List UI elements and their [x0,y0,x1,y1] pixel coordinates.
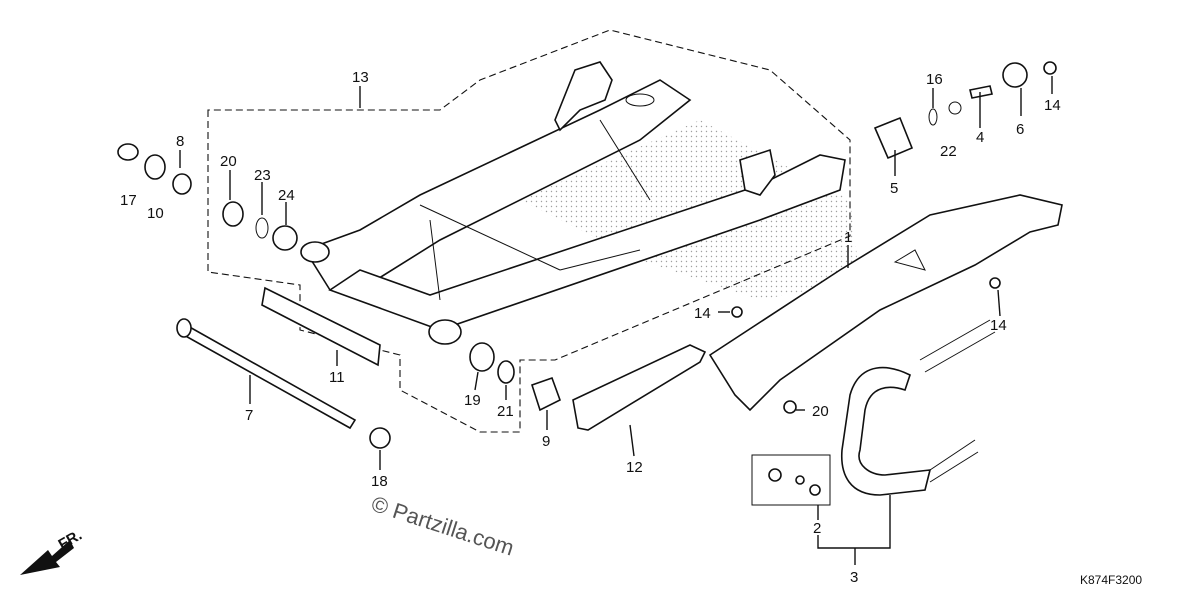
callout-5: 5 [890,180,898,197]
callout-18: 16 [926,71,943,88]
callout-20: 19 [464,392,481,409]
leader-lines [179,76,1053,565]
callout-12: 12 [626,459,643,476]
callout-1: 1 [844,229,852,246]
watermark: © Partzilla.com [368,491,517,561]
callout-3: 3 [850,569,858,586]
callout-16: 17 [120,192,137,209]
callout-2: 2 [813,520,821,537]
callout-9: 9 [542,433,550,450]
callout-11: 11 [329,369,345,386]
small-parts [117,61,1057,506]
callout-25: 24 [278,187,295,204]
swingarm [300,61,846,345]
callout-22: 21 [497,403,514,420]
callout-23: 22 [940,143,957,160]
callout-21: 20 [220,153,237,170]
callout-15: 14 [1044,97,1061,114]
callout-10: 10 [147,205,164,222]
callout-4: 4 [976,129,984,146]
assembly-outline-13 [207,29,851,433]
callout-17: 18 [371,473,388,490]
front-direction-arrow: FR. [20,527,85,575]
callout-labels: 13 8 17 10 20 23 24 16 22 4 6 14 5 1 14 … [120,69,1061,586]
callout-13: 13 [352,69,369,86]
chain-slider [572,344,707,431]
callout-6: 6 [1016,121,1024,138]
callout-24: 23 [254,167,271,184]
callout-14-left: 14 [694,305,711,322]
callout-19: 20 [812,403,829,420]
collar-tube [261,286,381,367]
pivot-bolt [176,318,357,430]
chain-guard [708,194,1063,412]
callout-8: 8 [176,133,184,150]
diagram-code: K874F3200 [1080,573,1142,587]
drive-chain [840,319,996,496]
callout-14-right: 14 [990,317,1007,334]
callout-7: 7 [245,407,253,424]
